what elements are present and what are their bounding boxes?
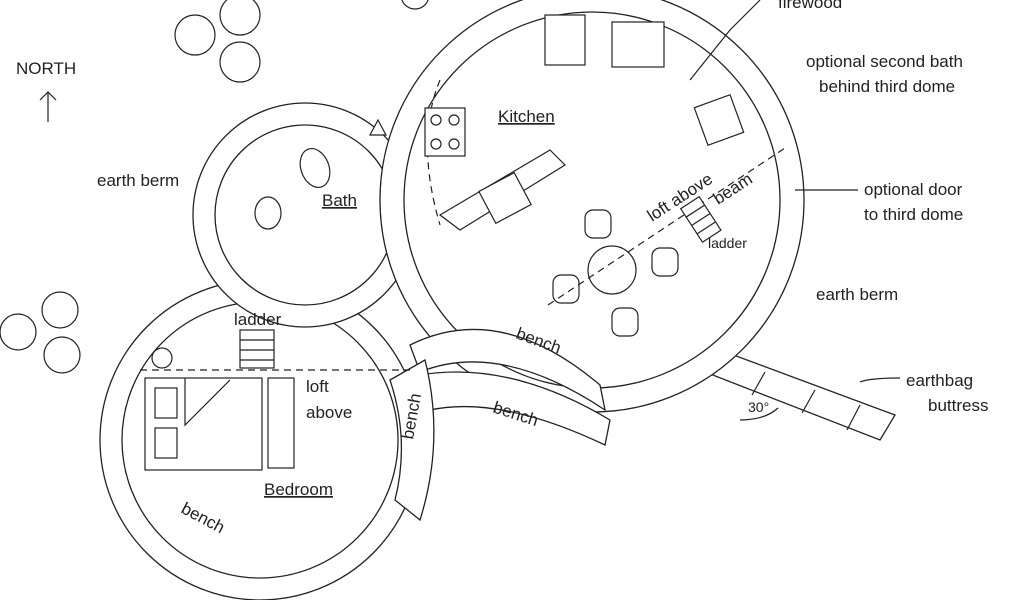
sink-icon: [478, 171, 532, 225]
second-bath-label-2: behind third dome: [819, 77, 955, 96]
kitchen-label: Kitchen: [498, 107, 555, 126]
north-arrow-icon: [39, 91, 57, 122]
angle-label: 30°: [748, 399, 769, 415]
earth-berm-left-label: earth berm: [97, 171, 179, 190]
basin-icon: [254, 196, 282, 230]
bench-walls: [389, 328, 611, 522]
stove-icon: [424, 107, 466, 157]
buttress-label-2: buttress: [928, 396, 988, 415]
bed: [144, 377, 263, 471]
tree-icons: [0, 0, 429, 374]
ladder-kitchen: [679, 195, 722, 244]
north-label: NORTH: [16, 59, 76, 78]
loft-bed-label-2: above: [306, 403, 352, 422]
toilet-icon: [299, 148, 331, 188]
buttress-label-1: earthbag: [906, 371, 973, 390]
door-label-1: optional door: [864, 180, 963, 199]
loft-bed-label-1: loft: [306, 377, 329, 396]
dresser: [267, 377, 295, 469]
second-bath-label-1: optional second bath: [806, 52, 963, 71]
door-label-2: to third dome: [864, 205, 963, 224]
bedroom-label: Bedroom: [264, 480, 333, 499]
bath-fixtures: [254, 118, 387, 230]
buttress-leader: [859, 377, 901, 383]
kitchen-dome: [379, 0, 805, 413]
firewood-label: firewood: [778, 0, 842, 12]
bath-label: Bath: [322, 191, 357, 210]
earth-berm-right-label: earth berm: [816, 285, 898, 304]
bath-dome: [192, 102, 418, 328]
kitchen-counter: [424, 14, 745, 231]
ladder-kitchen-label: ladder: [708, 235, 747, 251]
earthbag-buttress: [704, 349, 896, 441]
firewood-leader: [689, 0, 761, 81]
dining-table: [552, 209, 679, 337]
ladder-bedroom: [239, 329, 275, 369]
angle-arc: [739, 407, 779, 421]
ladder-bedroom-label: ladder: [234, 310, 282, 329]
